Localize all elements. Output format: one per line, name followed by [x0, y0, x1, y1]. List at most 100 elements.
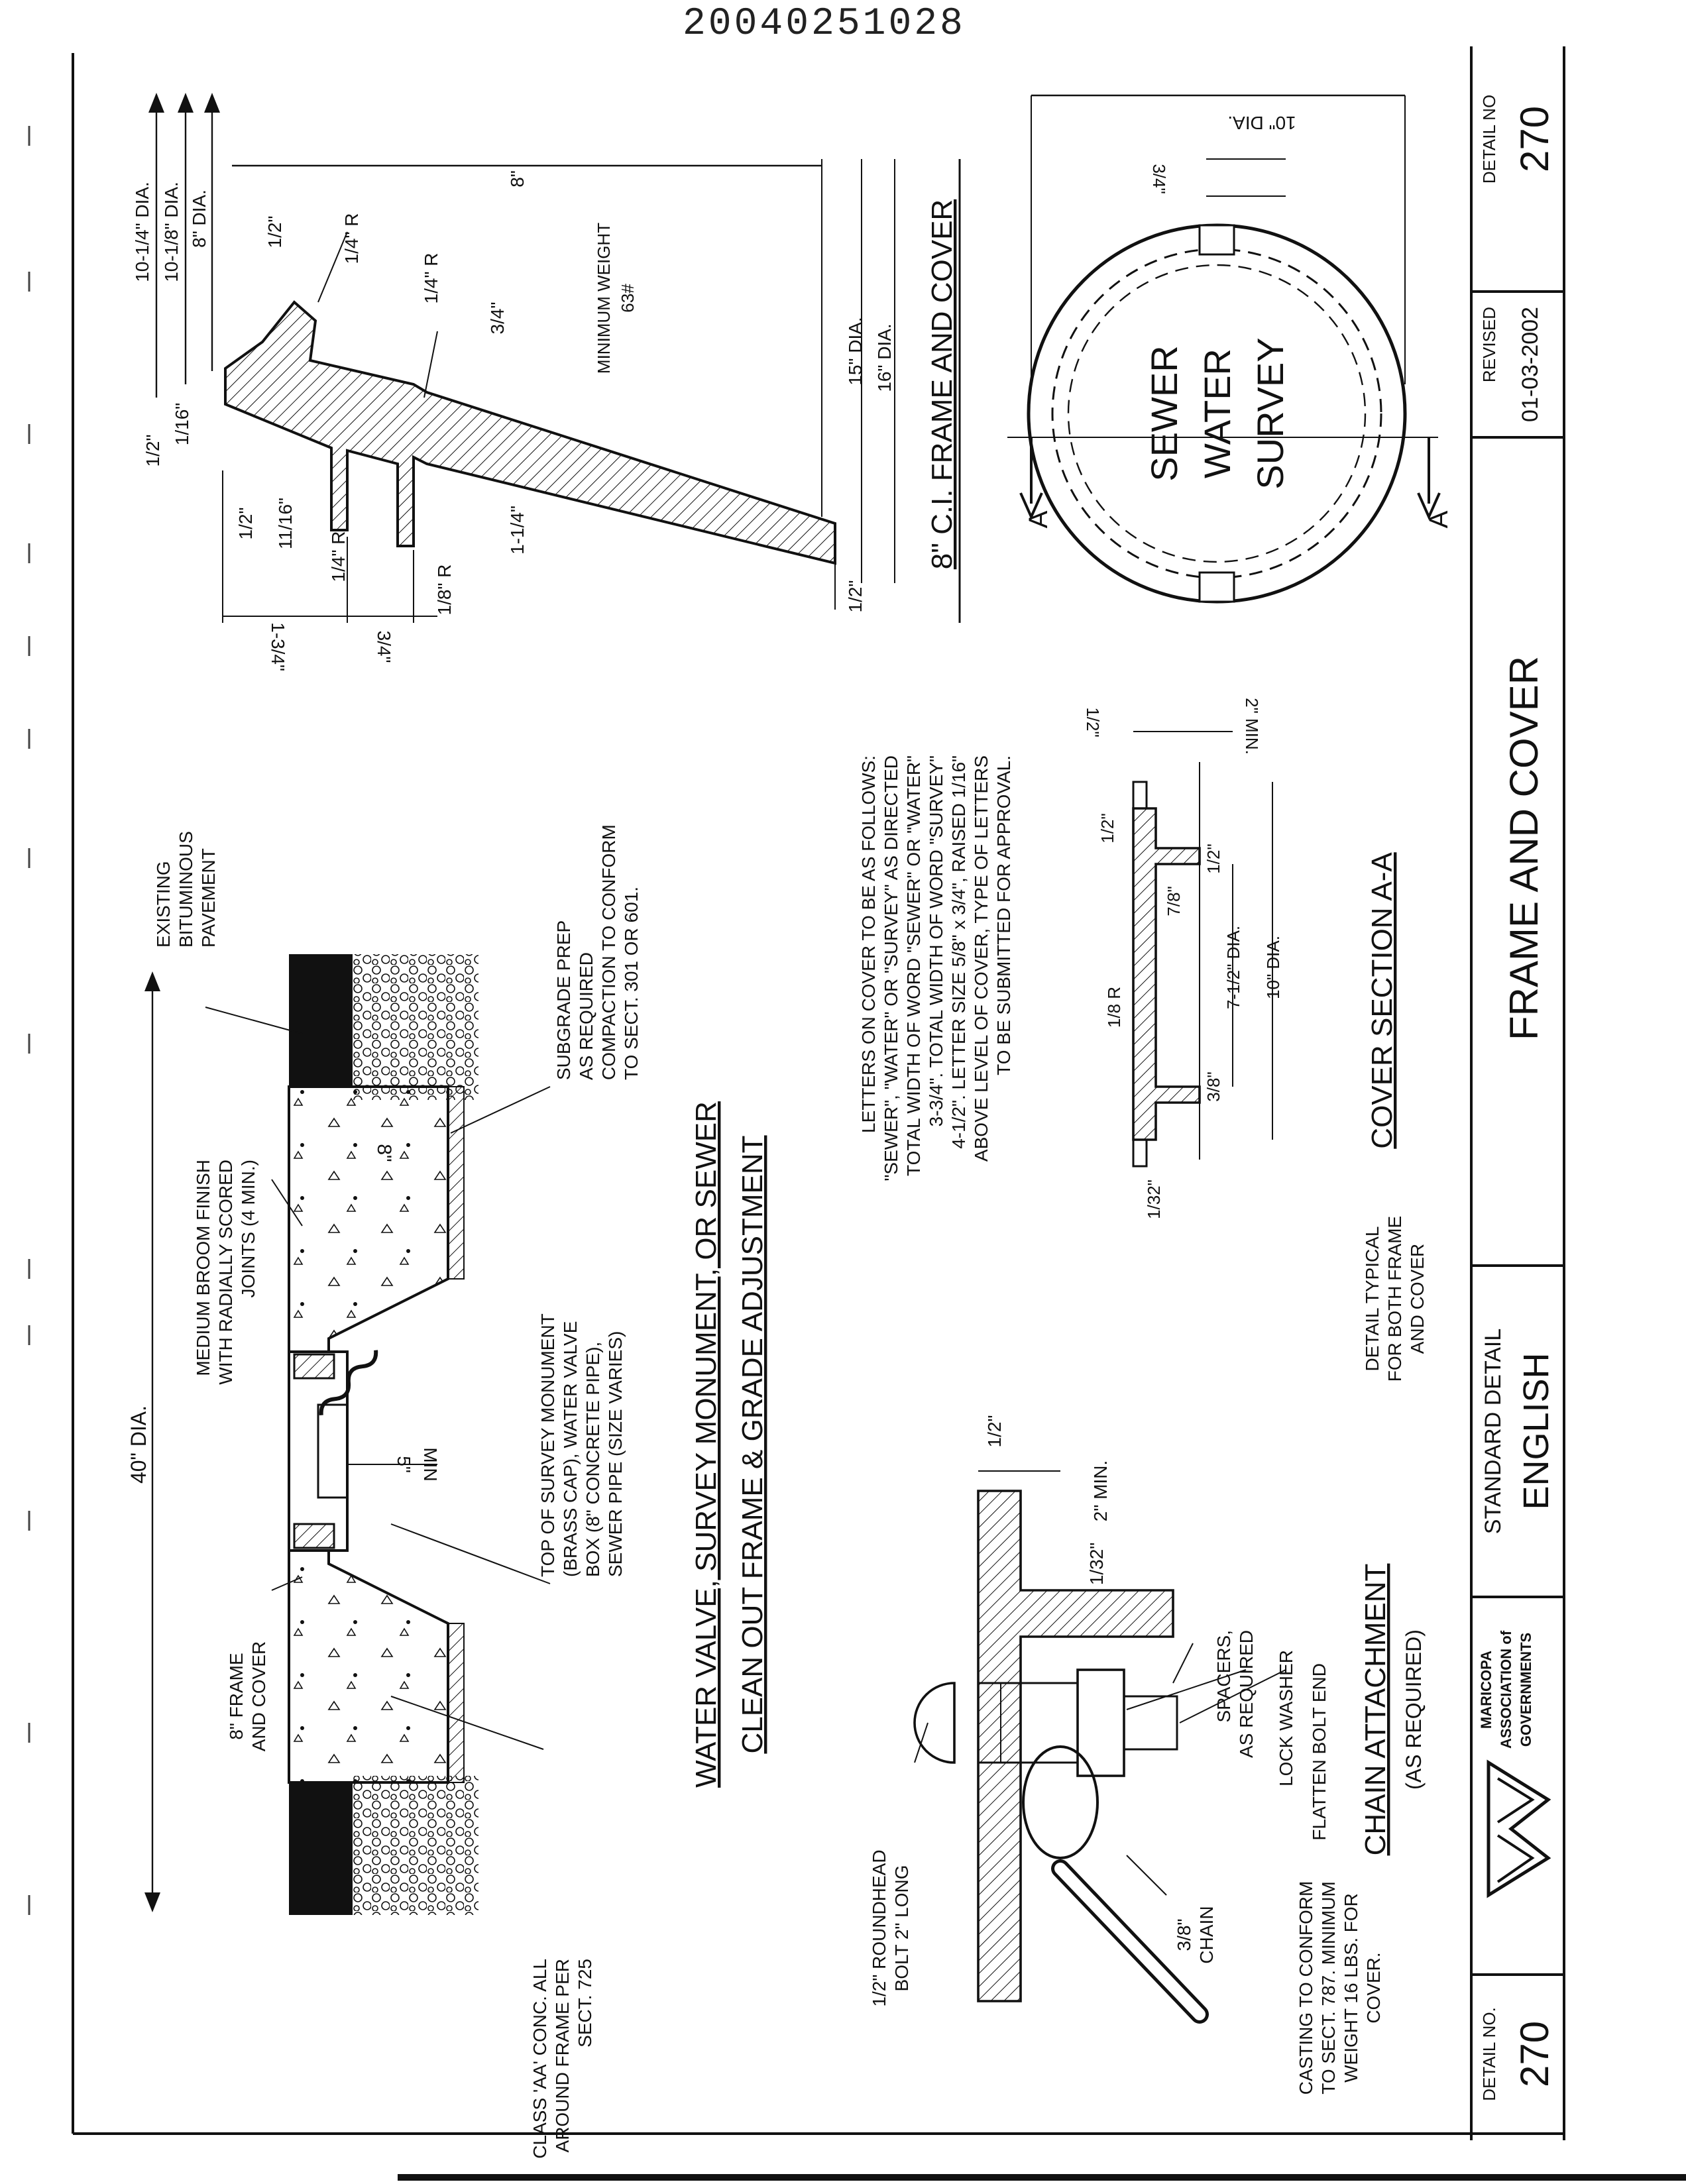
chain-frame-section: [977, 1490, 1174, 2002]
dim-10-1-8-dia: 10-1/8" DIA.: [161, 182, 182, 282]
note-casting: CASTING TO CONFORM TO SECT. 787. MINIMUM…: [1296, 1881, 1384, 2095]
dim-1-16: 1/16": [172, 403, 192, 445]
chain-link-2: [1054, 1863, 1206, 2020]
svg-text:3-3/4". TOTAL WIDTH OF WORD "S: 3-3/4". TOTAL WIDTH OF WORD "SURVEY": [926, 755, 946, 1126]
dim-16-dia: 16" DIA.: [874, 323, 895, 392]
note-existing-pavement: EXISTING BITUMINOUS PAVEMENT: [153, 831, 219, 948]
dim-quarter-r-2: 1/4" R: [421, 253, 441, 304]
standard-detail-label: STANDARD DETAIL: [1481, 1329, 1506, 1534]
cs-dim-2-min: 2" MIN.: [1242, 698, 1262, 755]
dim-half-top: 1/2": [264, 216, 285, 248]
svg-text:TO SECT. 301 OR 601.: TO SECT. 301 OR 601.: [621, 887, 642, 1080]
svg-text:8" FRAME: 8" FRAME: [226, 1653, 247, 1739]
svg-text:EXISTING: EXISTING: [153, 861, 174, 948]
dim-three-quarter: 3/4": [487, 302, 508, 335]
cs-note-line3: AND COVER: [1407, 1244, 1428, 1354]
cover-section-title: COVER SECTION A-A: [1366, 852, 1398, 1149]
svg-text:JOINTS (4 MIN.): JOINTS (4 MIN.): [238, 1160, 258, 1297]
revised-label: REVISED: [1479, 307, 1499, 382]
svg-text:SPACERS,: SPACERS,: [1213, 1630, 1234, 1723]
sheet-title: FRAME AND COVER: [1502, 656, 1546, 1040]
section-mark-right: A: [1424, 510, 1453, 528]
svg-text:TO BE SUBMITTED FOR APPROVAL.: TO BE SUBMITTED FOR APPROVAL.: [993, 755, 1014, 1075]
svg-text:WEIGHT 16 LBS. FOR: WEIGHT 16 LBS. FOR: [1341, 1893, 1361, 2083]
chain-dim-half: 1/2": [984, 1415, 1005, 1448]
note-lock-washer: LOCK WASHER: [1276, 1650, 1296, 1786]
cover-top-slot: [1198, 224, 1235, 256]
dim-1-1-4: 1-1/4": [507, 506, 528, 555]
dim-8-inch: 8": [507, 170, 528, 188]
svg-text:(BRASS CAP), WATER VALVE: (BRASS CAP), WATER VALVE: [560, 1321, 581, 1577]
note-frame-cover: 8" FRAME AND COVER: [226, 1641, 269, 1751]
frame-section-shape: [224, 300, 836, 565]
main-section-view: 40" DIA. 8" 5" MIN EXISTING BITUMINOUS P…: [127, 824, 769, 2158]
cs-dim-10-dia: 10" DIA.: [1263, 936, 1283, 999]
title-block: DETAIL NO 270 REVISED 01-03-2002 FRAME A…: [1470, 46, 1565, 2140]
cover-word-survey: SURVEY: [1249, 337, 1291, 489]
svg-text:SUBGRADE PREP: SUBGRADE PREP: [553, 920, 574, 1080]
mag-logo: MARICOPA ASSOCIATION of GOVERNMENTS: [1478, 1630, 1551, 1898]
cs-note-line1: DETAIL TYPICAL: [1362, 1227, 1382, 1372]
svg-text:AS REQUIRED: AS REQUIRED: [576, 952, 596, 1080]
chain-attachment-view: 1/2" 2" MIN. 1/32" SPACERS, AS REQUIRED …: [869, 1415, 1426, 2095]
svg-text:BOX (8" CONCRETE PIPE),: BOX (8" CONCRETE PIPE),: [583, 1342, 603, 1577]
frame-cover-in-section: [288, 1350, 349, 1552]
cs-dim-7-1-2-dia: 7-1/2" DIA.: [1223, 926, 1243, 1009]
dim-half-lower: 1/2": [235, 508, 256, 540]
gravel-bottom: [353, 1776, 478, 1915]
note-class-aa-concrete: CLASS 'AA' CONC. ALL AROUND FRAME PER SE…: [530, 1959, 595, 2159]
org-name-line1: MARICOPA: [1478, 1651, 1494, 1729]
svg-text:AROUND FRAME PER: AROUND FRAME PER: [552, 1959, 573, 2152]
svg-text:COMPACTION TO CONFORM: COMPACTION TO CONFORM: [598, 824, 619, 1080]
dim-half-right: 1/2": [845, 580, 866, 613]
svg-text:TOP OF SURVEY MONUMENT: TOP OF SURVEY MONUMENT: [537, 1313, 558, 1577]
dim-depth-8: 8": [373, 1144, 395, 1162]
cover-word-sewer: SEWER: [1143, 345, 1185, 481]
revised-date: 01-03-2002: [1518, 307, 1543, 422]
dim-quarter-r-3: 1/4" R: [328, 531, 349, 582]
detail-no-value: 270: [1512, 106, 1557, 172]
main-title-line2: CLEAN OUT FRAME & GRADE ADJUSTMENT: [736, 1135, 769, 1753]
svg-text:MEDIUM BROOM FINISH: MEDIUM BROOM FINISH: [193, 1160, 213, 1376]
chain-link-1: [1022, 1745, 1099, 1859]
svg-text:CASTING TO CONFORM: CASTING TO CONFORM: [1296, 1881, 1316, 2095]
min-weight-value: 63#: [618, 284, 638, 313]
cs-dim-3-8: 3/8": [1204, 1071, 1223, 1101]
letters-note: LETTERS ON COVER TO BE AS FOLLOWS: "SEWE…: [858, 755, 1014, 1181]
chain-dim-2-min: 2" MIN.: [1090, 1460, 1111, 1521]
svg-text:SEWER PIPE (SIZE VARIES): SEWER PIPE (SIZE VARIES): [605, 1331, 626, 1577]
cs-dim-1-8-r: 1/8 R: [1104, 987, 1124, 1028]
detail-no-label: DETAIL NO: [1479, 95, 1499, 184]
svg-text:LETTERS ON COVER TO BE AS FOLL: LETTERS ON COVER TO BE AS FOLLOWS:: [858, 755, 879, 1133]
svg-text:CHAIN: CHAIN: [1196, 1906, 1217, 1963]
note-chain: 3/8" CHAIN: [1174, 1906, 1217, 1963]
chain-dim-1-32: 1/32": [1086, 1543, 1107, 1585]
dim-15-dia: 15" DIA.: [845, 317, 866, 385]
cover-dia-label: 10" DIA.: [1227, 113, 1296, 133]
svg-text:1/2" ROUNDHEAD: 1/2" ROUNDHEAD: [869, 1849, 889, 2006]
note-roundhead-bolt: 1/2" ROUNDHEAD BOLT 2" LONG: [869, 1849, 912, 2006]
dim-half-left: 1/2": [142, 435, 163, 467]
note-spacers: SPACERS, AS REQUIRED: [1213, 1630, 1257, 1758]
svg-text:AND COVER: AND COVER: [249, 1641, 269, 1751]
cs-dim-7-8: 7/8": [1164, 886, 1184, 916]
svg-text:"SEWER", "WATER" OR "SURVEY" A: "SEWER", "WATER" OR "SURVEY" AS DIRECTED: [881, 755, 901, 1181]
cover-section-view: 1/2" 2" MIN. 1/2" 1/2" 7/8" 1/8 R 7-1/2"…: [1083, 698, 1428, 1382]
svg-text:WITH RADIALLY SCORED: WITH RADIALLY SCORED: [215, 1160, 236, 1385]
svg-text:AS REQUIRED: AS REQUIRED: [1236, 1630, 1257, 1758]
gravel-top: [353, 954, 478, 1100]
section-mark-left: A: [1024, 510, 1053, 528]
dim-eighth-r: 1/8" R: [434, 565, 455, 616]
svg-text:COVER.: COVER.: [1363, 1952, 1384, 2023]
detail-no-label-bottom: DETAIL NO.: [1479, 2007, 1499, 2101]
cover-bottom-slot: [1198, 571, 1235, 603]
chain-subtitle: (AS REQUIRED): [1402, 1629, 1426, 1790]
pavement-block-bottom: [289, 1782, 353, 1915]
note-broom-finish: MEDIUM BROOM FINISH WITH RADIALLY SCORED…: [193, 1160, 258, 1385]
main-title-line1: WATER VALVE, SURVEY MONUMENT, OR SEWER: [690, 1101, 722, 1788]
dim-1-3-4: 1-3/4": [268, 622, 288, 671]
note-flatten-bolt: FLATTEN BOLT END: [1309, 1663, 1329, 1841]
dim-11-16: 11/16": [275, 498, 296, 549]
chain-title: CHAIN ATTACHMENT: [1359, 1564, 1392, 1856]
